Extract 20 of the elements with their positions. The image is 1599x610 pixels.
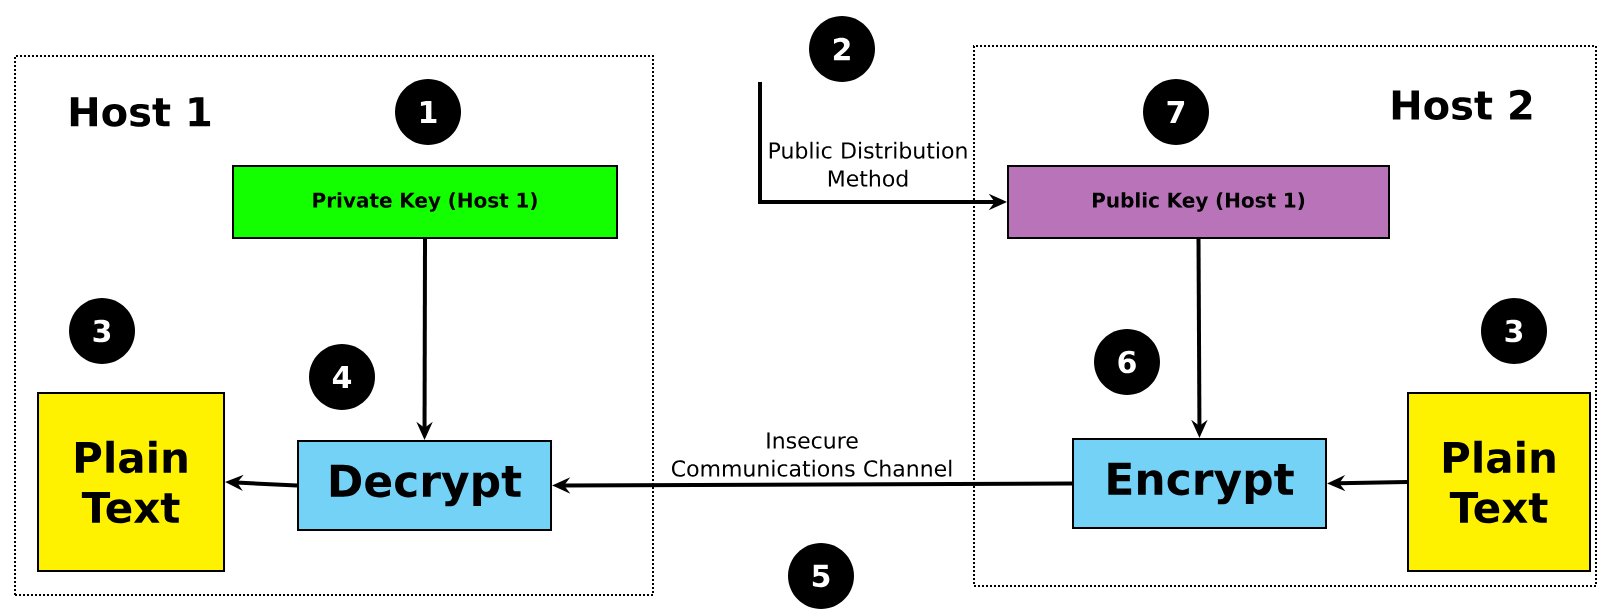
callout-number: 3 bbox=[69, 298, 135, 364]
callout-number: 4 bbox=[309, 344, 375, 410]
process-box: Decrypt bbox=[297, 440, 552, 531]
plaintext-box: Plain Text bbox=[1407, 392, 1591, 572]
callout-number: 2 bbox=[809, 16, 875, 82]
callout-number: 5 bbox=[788, 543, 854, 609]
host-region bbox=[973, 45, 1597, 587]
plaintext-box: Plain Text bbox=[37, 392, 225, 572]
process-box: Encrypt bbox=[1072, 438, 1327, 529]
key-box: Public Key (Host 1) bbox=[1007, 165, 1390, 239]
callout-number: 1 bbox=[395, 79, 461, 145]
edge-label: Public Distribution Method bbox=[769, 141, 967, 187]
host-region bbox=[14, 55, 654, 596]
callout-number: 3 bbox=[1481, 298, 1547, 364]
callout-number: 7 bbox=[1143, 79, 1209, 145]
callout-number: 6 bbox=[1094, 329, 1160, 395]
region-title: Host 1 bbox=[70, 97, 211, 127]
region-title: Host 2 bbox=[1392, 89, 1532, 121]
edge-label: Insecure Communications Channel bbox=[672, 432, 952, 477]
key-box: Private Key (Host 1) bbox=[232, 165, 618, 239]
